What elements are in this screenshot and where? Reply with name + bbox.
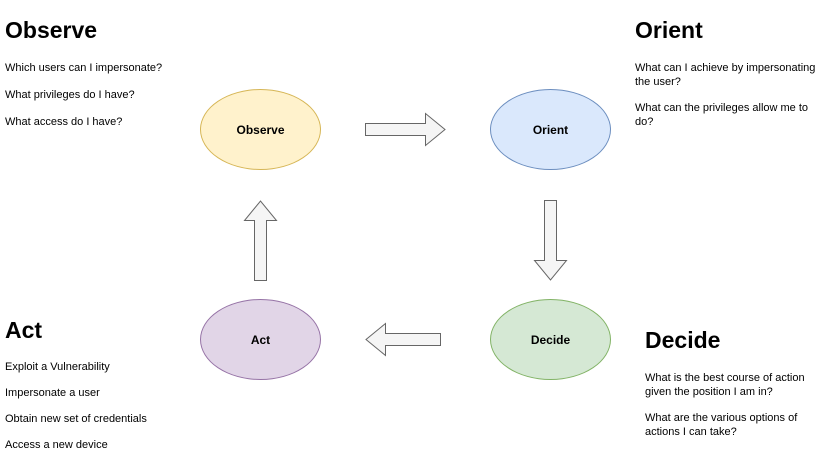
decide-question-2: What are the various options of actions … [645, 412, 798, 438]
observe-node-label: Observe [236, 122, 285, 137]
act-questions: Exploit a Vulnerability Impersonate a us… [5, 360, 195, 452]
act-node-label: Act [250, 332, 271, 347]
arrow-observe-to-orient [365, 112, 446, 147]
act-node: Act [200, 299, 321, 380]
decide-node-label: Decide [530, 332, 571, 347]
orient-questions: What can I achieve by impersonating the … [635, 61, 820, 129]
arrow-orient-to-decide [533, 200, 568, 281]
orient-node: Orient [490, 89, 611, 170]
observe-heading: Observe [5, 17, 98, 43]
arrow-act-to-observe [243, 200, 278, 281]
act-item-4: Access a new device [5, 439, 108, 451]
decide-node: Decide [490, 299, 611, 380]
observe-node: Observe [200, 89, 321, 170]
orient-question-1: What can I achieve by impersonating the … [635, 62, 816, 88]
orient-node-label: Orient [532, 122, 569, 137]
act-item-2: Impersonate a user [5, 387, 100, 399]
act-item-1: Exploit a Vulnerability [5, 361, 110, 373]
decide-question-1: What is the best course of action given … [645, 372, 805, 398]
orient-question-2: What can the privileges allow me to do? [635, 102, 809, 128]
act-item-3: Obtain new set of credentials [5, 413, 147, 425]
arrow-decide-to-act [365, 322, 441, 357]
observe-questions: Which users can I impersonate? What priv… [5, 61, 190, 129]
decide-questions: What is the best course of action given … [645, 371, 825, 439]
orient-heading: Orient [635, 17, 703, 43]
decide-heading: Decide [645, 327, 721, 353]
act-heading: Act [5, 317, 43, 343]
observe-question-2: What privileges do I have? [5, 89, 135, 101]
observe-question-3: What access do I have? [5, 116, 123, 128]
observe-question-1: Which users can I impersonate? [5, 62, 163, 74]
